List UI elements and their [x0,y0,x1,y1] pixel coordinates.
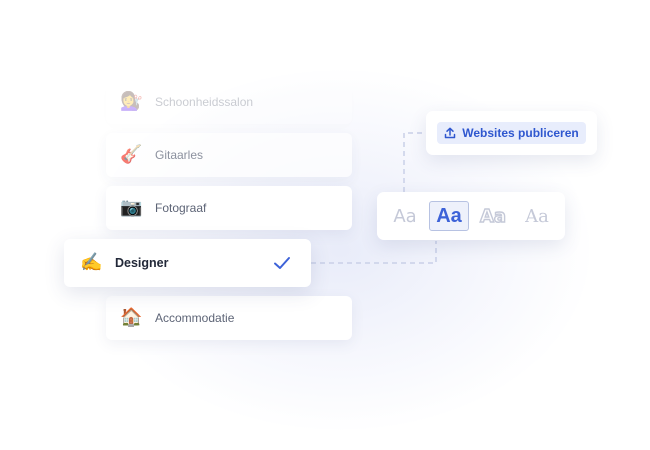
publish-button-label: Websites publiceren [462,126,579,140]
checkmark-icon [274,257,290,269]
font-option-bold-selected[interactable]: Aa [429,201,469,231]
font-option-serif[interactable]: Aa [525,205,549,227]
category-card-accommodatie[interactable]: 🏠 Accommodatie [106,296,352,340]
category-label: Accommodatie [155,311,235,325]
category-label: Designer [115,256,169,270]
category-card-designer[interactable]: ✍️ Designer [64,239,311,287]
font-option-outline[interactable]: Aa [479,205,507,227]
publish-card: Websites publiceren [426,111,597,155]
category-label: Fotograaf [155,201,207,215]
writing-hand-icon: ✍️ [80,252,103,273]
category-card-gitaarles[interactable]: 🎸 Gitaarles [106,133,352,177]
camera-icon: 📷 [120,197,143,218]
upload-icon [445,127,456,139]
category-label: Gitaarles [155,148,204,162]
category-label: Schoonheidssalon [155,95,254,109]
woman-getting-haircut-icon: 💇‍♀️ [120,91,143,112]
publish-websites-button[interactable]: Websites publiceren [437,122,586,144]
guitar-icon: 🎸 [120,144,143,165]
category-card-schoonheidssalon[interactable]: 💇‍♀️ Schoonheidssalon [106,80,352,124]
font-picker: Aa Aa Aa Aa [377,192,565,240]
category-card-fotograaf[interactable]: 📷 Fotograaf [106,186,352,230]
font-option-sans[interactable]: Aa [393,205,417,227]
connector-fonts-to-publish [403,132,426,192]
house-icon: 🏠 [120,307,143,328]
connector-designer-to-fonts [311,241,437,264]
